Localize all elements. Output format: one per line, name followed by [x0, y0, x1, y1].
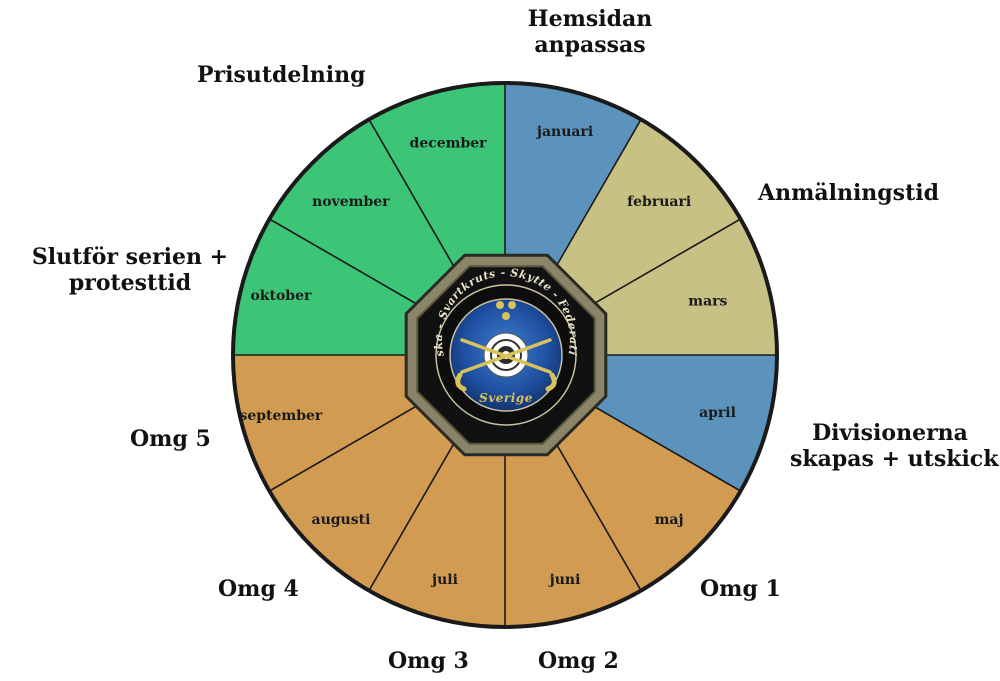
month-label-september: september: [239, 408, 322, 424]
label-omg5: Omg 5: [130, 426, 211, 452]
label-omg2-text: Omg 2: [538, 648, 619, 674]
divider-line: [368, 119, 462, 280]
wheel-rim: [231, 81, 779, 629]
label-slutfor-line2: protesttid: [68, 270, 192, 296]
month-label-oktober: oktober: [250, 288, 312, 304]
month-label-november: november: [312, 194, 390, 210]
label-anmalningstid: Anmälningstid: [758, 180, 939, 206]
label-omg1-text: Omg 1: [700, 576, 781, 602]
label-omg3-text: Omg 3: [388, 648, 469, 674]
label-divisionerna: Divisionerna skapas + utskick: [790, 420, 999, 472]
sector-dividers: [233, 83, 777, 627]
month-label-maj: maj: [655, 512, 684, 528]
label-omg2: Omg 2: [538, 648, 619, 674]
crossed-rifles-icon: [455, 338, 557, 392]
month-labels: januari februari mars april maj juni juli augus…: [239, 124, 735, 588]
divider-line: [580, 218, 741, 312]
label-omg5-text: Omg 5: [130, 426, 211, 452]
divider-line: [368, 430, 462, 591]
divider-line: [269, 398, 430, 492]
three-crowns-icon: [496, 301, 516, 320]
month-label-april: april: [699, 405, 736, 421]
label-prisutdelning: Prisutdelning: [197, 62, 366, 88]
label-slutfor-serien: Slutför serien + protesttid: [20, 244, 240, 296]
divider-line: [548, 119, 642, 280]
label-anmalningstid-text: Anmälningstid: [758, 180, 939, 206]
label-prisutdelning-text: Prisutdelning: [197, 62, 366, 88]
month-label-juni: juni: [548, 572, 581, 588]
label-omg3: Omg 3: [388, 648, 469, 674]
label-divisionerna-line1: Divisionerna: [812, 420, 968, 446]
divider-line: [269, 218, 430, 312]
month-label-juli: juli: [430, 572, 458, 588]
label-omg4: Omg 4: [218, 576, 299, 602]
month-label-mars: mars: [688, 294, 727, 310]
label-hemsidan-line1: Hemsidan: [527, 6, 653, 32]
label-omg4-text: Omg 4: [218, 576, 299, 602]
month-label-augusti: augusti: [312, 512, 371, 528]
month-label-december: december: [410, 135, 488, 151]
label-divisionerna-line2: skapas + utskick: [790, 446, 999, 472]
label-hemsidan-anpassas: Hemsidan anpassas: [510, 6, 670, 58]
label-omg1: Omg 1: [700, 576, 781, 602]
divider-line: [548, 430, 642, 591]
label-slutfor-line1: Slutför serien +: [31, 244, 229, 270]
label-hemsidan-line2: anpassas: [534, 32, 646, 58]
month-label-februari: februari: [627, 194, 691, 210]
divider-line: [580, 398, 741, 492]
seal-bottom-text: Sverige: [479, 391, 533, 405]
month-label-januari: januari: [535, 124, 593, 140]
